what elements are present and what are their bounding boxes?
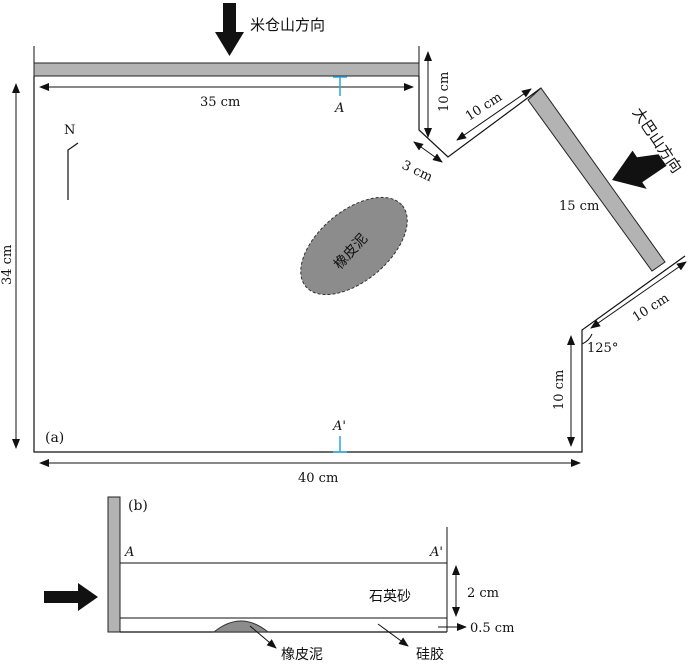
- silicone-label: 硅胶: [416, 646, 444, 663]
- dim-bottom-label: 40 cm: [298, 471, 338, 486]
- quartz-sand-label: 石英砂: [369, 588, 411, 605]
- north-arrow-icon: [67, 142, 79, 200]
- cross-section-wall: [107, 496, 121, 633]
- panel-a: 米仓山方向 大巴山方向 35 cm 34 cm 40 cm 10 cm 3 cm…: [0, 3, 687, 486]
- dim-notch-vertical-label: 10 cm: [437, 72, 452, 112]
- dim-sand-label: 2 cm: [467, 586, 499, 601]
- north-label: N: [64, 123, 75, 138]
- dim-right-vertical-label: 10 cm: [552, 370, 567, 410]
- mi-cang-shan-arrow: [215, 3, 244, 56]
- dim-top-label: 35 cm: [200, 95, 240, 110]
- dim-notch-small-arrow: [413, 141, 443, 163]
- silicone-leader: [377, 623, 409, 647]
- mi-cang-shan-direction-label: 米仓山方向: [250, 16, 325, 34]
- panel-b: (b) A A' 石英砂 2 cm 0.5 cm 橡皮泥 硅胶: [44, 496, 514, 663]
- plasticine-label-b: 橡皮泥: [281, 647, 323, 663]
- panel-b-label: (b): [128, 498, 148, 514]
- section-start-label-a: A: [334, 101, 344, 116]
- da-ba-shan-arrow: [612, 150, 667, 189]
- dim-daba-wall-label: 15 cm: [559, 199, 599, 214]
- section-start-label-b: A: [124, 545, 134, 560]
- plasticine-body: [300, 196, 408, 296]
- plasticine-section: [212, 620, 270, 633]
- push-arrow: [44, 583, 98, 611]
- section-end-label-a: A': [332, 419, 346, 434]
- angle-arc: [581, 333, 593, 345]
- dim-left-label: 34 cm: [0, 245, 15, 285]
- section-end-label-b: A': [429, 545, 443, 560]
- angle-label: 125°: [587, 341, 618, 356]
- plasticine-leader: [249, 625, 277, 649]
- panel-a-label: (a): [45, 430, 64, 446]
- dim-diag-upper-arrow: [456, 88, 532, 141]
- dim-diag-lower-arrow: [590, 261, 687, 329]
- dim-notch-small-label: 3 cm: [399, 158, 434, 185]
- dim-silicone-label: 0.5 cm: [470, 621, 514, 636]
- mi-cang-shan-wall: [33, 62, 420, 77]
